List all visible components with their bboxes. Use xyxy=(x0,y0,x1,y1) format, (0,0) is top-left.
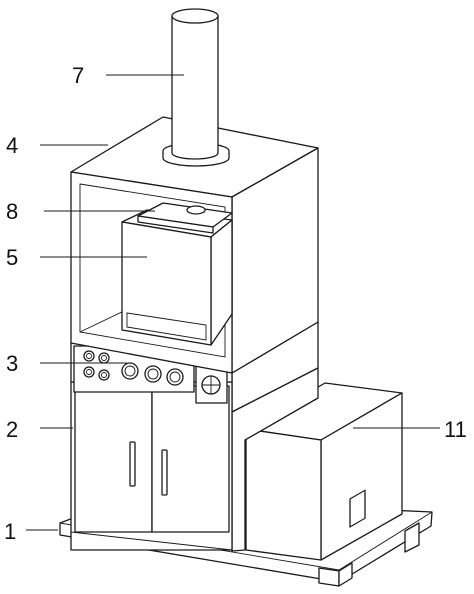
knob-large-2 xyxy=(144,365,162,383)
top-plate xyxy=(137,202,233,234)
label-chamber: 5 xyxy=(6,245,18,270)
label-housing: 4 xyxy=(6,133,18,158)
leader-lines xyxy=(26,74,440,531)
label-side-box: 11 xyxy=(444,417,467,442)
knob-small-4 xyxy=(98,369,110,381)
label-control-panel: 3 xyxy=(6,351,18,376)
reference-numerals: 7 4 8 5 3 2 11 1 xyxy=(4,63,467,544)
cabinet xyxy=(70,381,233,551)
side-box xyxy=(245,382,403,561)
knob-large-1 xyxy=(121,362,139,380)
chamber xyxy=(121,209,233,346)
knob-large-3 xyxy=(166,368,184,386)
door-handle-left xyxy=(129,441,136,487)
dial-gauge xyxy=(201,375,221,395)
label-cabinet: 2 xyxy=(6,417,18,442)
label-chimney: 7 xyxy=(72,63,84,88)
knob-small-1 xyxy=(83,350,95,362)
label-base: 1 xyxy=(4,519,16,544)
knob-small-2 xyxy=(98,352,110,364)
door-handle-right xyxy=(161,449,168,496)
chimney xyxy=(162,8,230,167)
knob-small-3 xyxy=(83,366,95,378)
label-top-plate: 8 xyxy=(6,199,18,224)
side-box-window xyxy=(349,489,366,528)
